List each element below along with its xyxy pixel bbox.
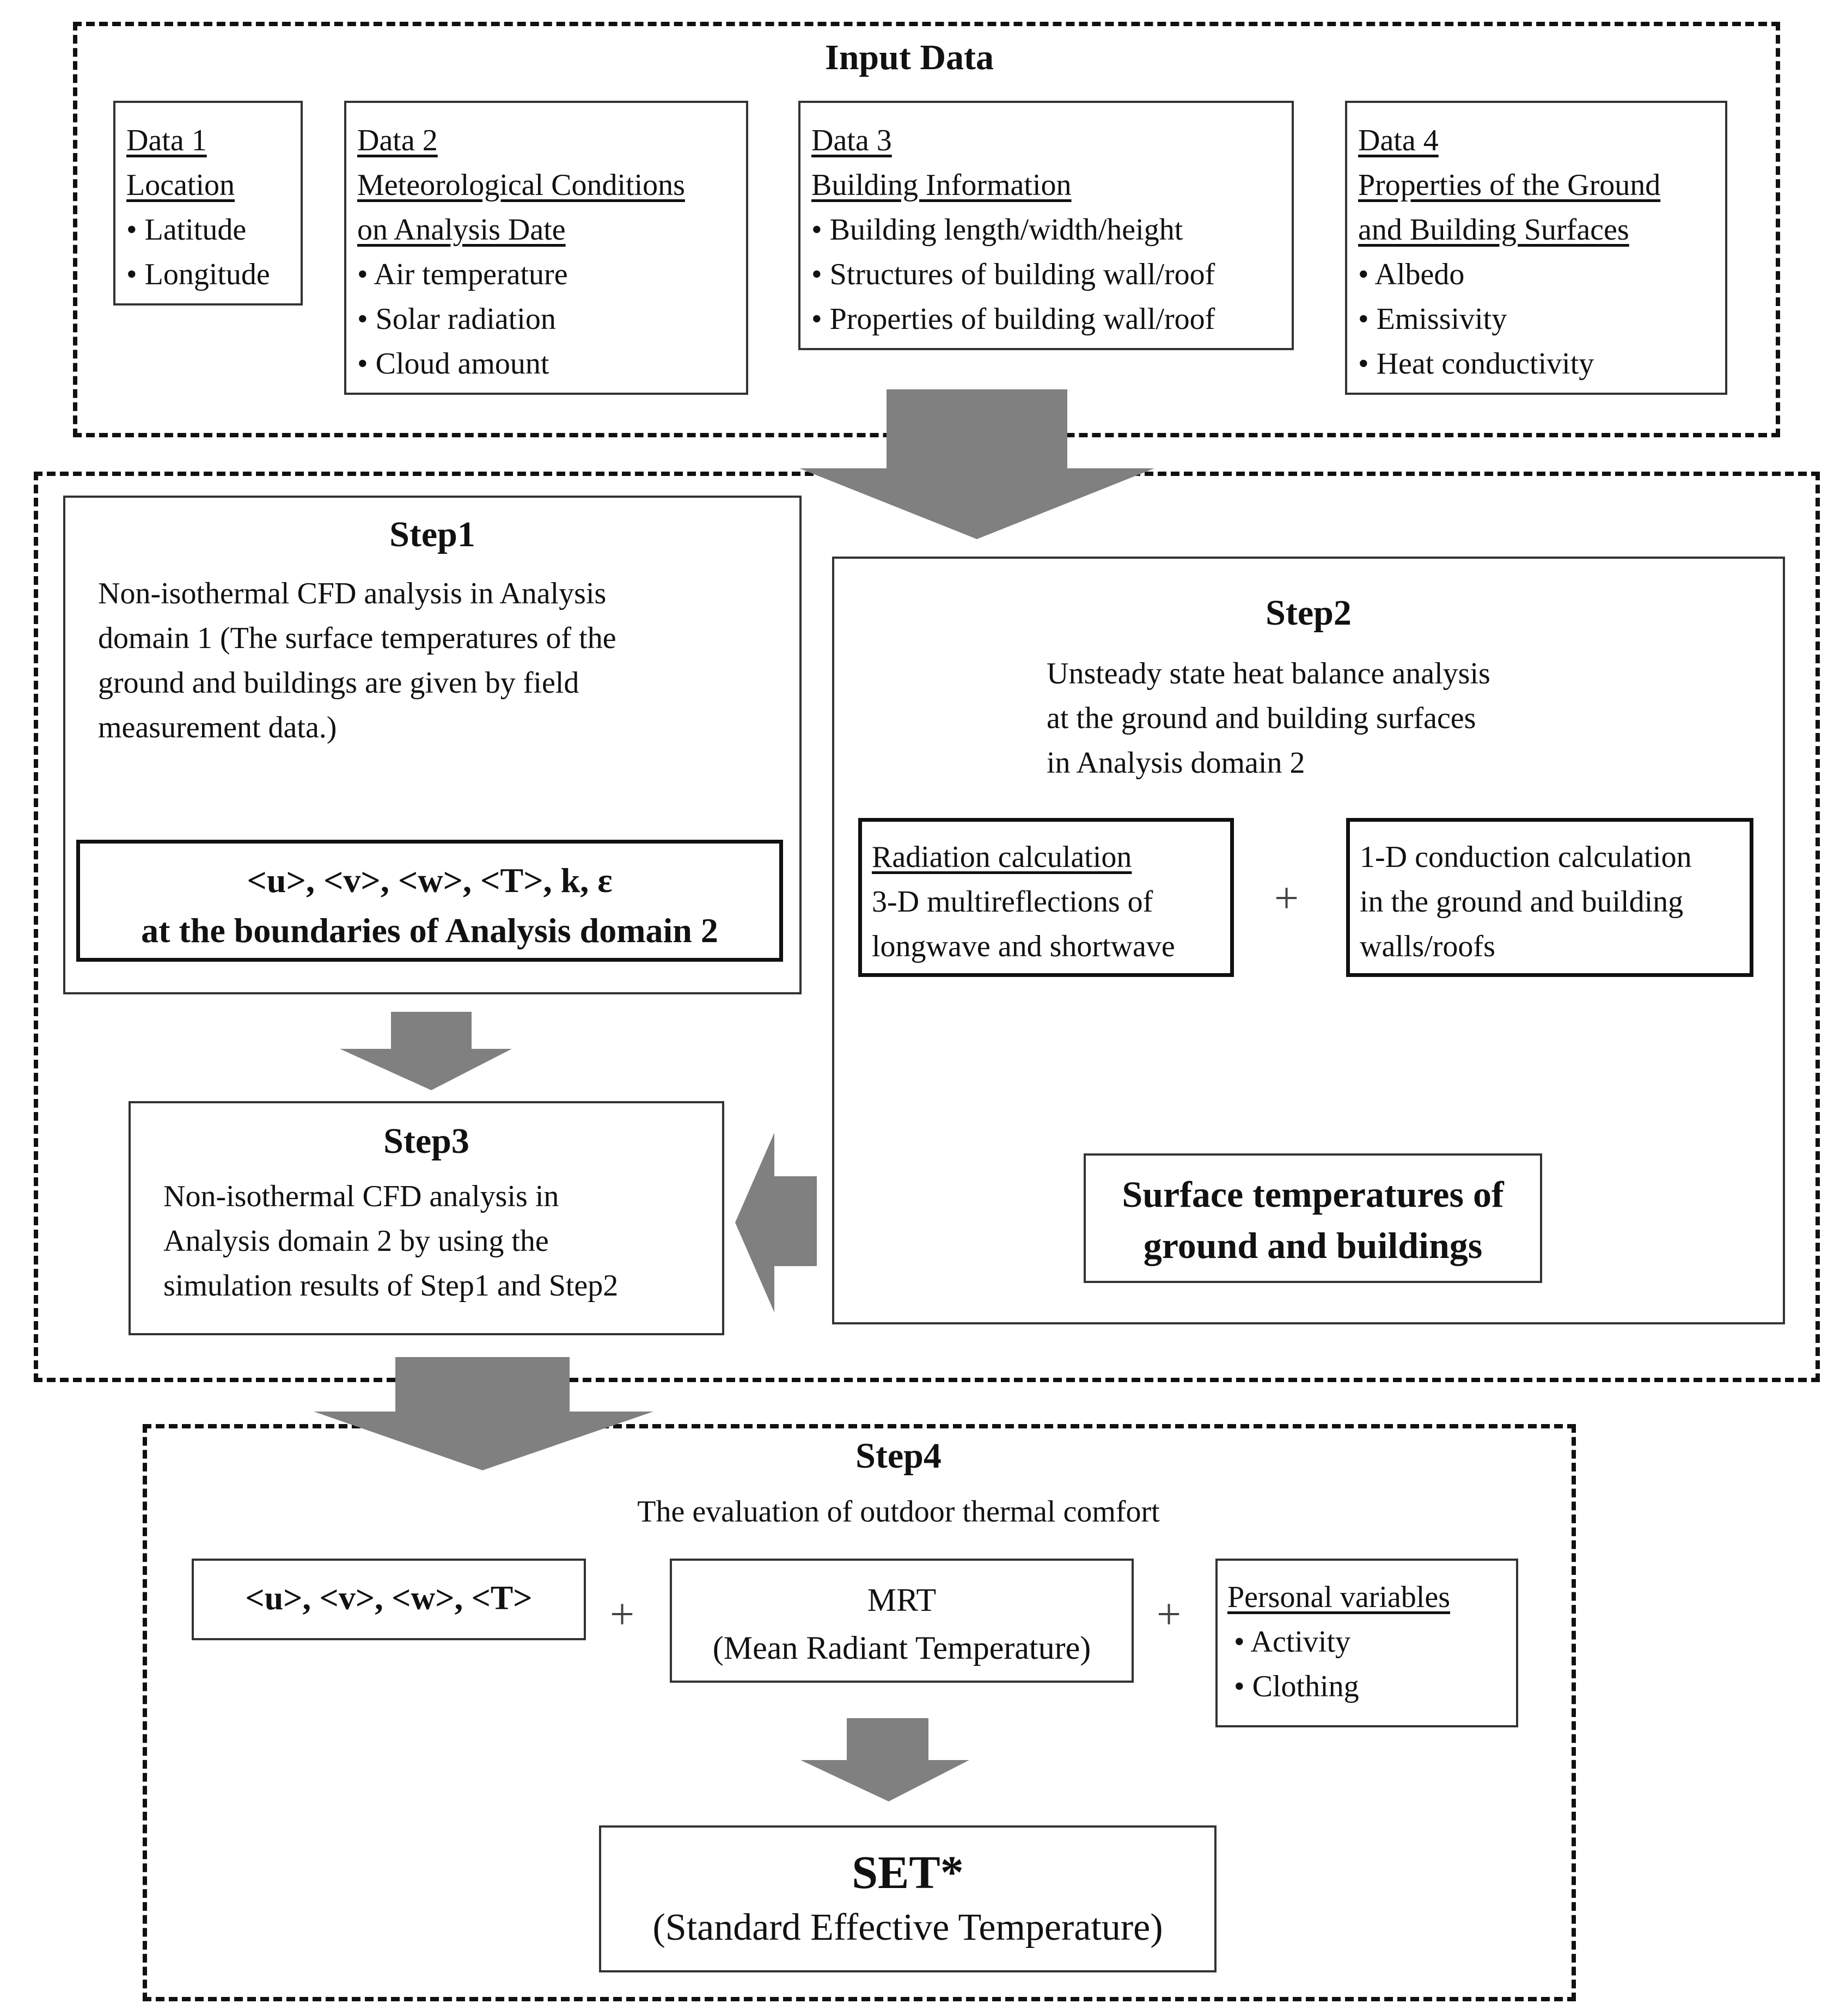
data1-box: Data 1 Location • Latitude • Longitude xyxy=(113,101,303,306)
data2-item: • Air temperature xyxy=(357,258,568,291)
data1-subheading: Location xyxy=(126,168,235,202)
step3-text-line: Analysis domain 2 by using the xyxy=(163,1224,549,1258)
data4-item: • Albedo xyxy=(1358,258,1465,291)
surface-temperatures-box: Surface temperatures of ground and build… xyxy=(1084,1153,1542,1283)
conduction-line: in the ground and building xyxy=(1360,885,1684,919)
personal-variables-heading: Personal variables xyxy=(1227,1580,1450,1614)
data2-box: Data 2 Meteorological Conditions on Anal… xyxy=(344,101,748,395)
data4-heading: Data 4 xyxy=(1358,124,1439,157)
step2-text-line: at the ground and building surfaces xyxy=(1047,701,1476,735)
data3-box: Data 3 Building Information • Building l… xyxy=(798,101,1294,350)
data2-subheading: on Analysis Date xyxy=(357,213,566,247)
data3-heading: Data 3 xyxy=(811,124,892,157)
data2-item: • Cloud amount xyxy=(357,347,549,381)
step3-description: Non-isothermal CFD analysis in Analysis … xyxy=(163,1174,618,1308)
conduction-calculation-box: 1-D conduction calculation in the ground… xyxy=(1346,818,1753,977)
mrt-line: MRT xyxy=(867,1582,937,1618)
data3-item: • Structures of building wall/roof xyxy=(811,258,1215,291)
mrt-line: (Mean Radiant Temperature) xyxy=(712,1630,1091,1666)
radiation-line: 3-D multireflections of xyxy=(872,885,1153,919)
step2-description: Unsteady state heat balance analysis at … xyxy=(1047,651,1490,785)
velocity-temperature-box: <u>, <v>, <w>, <T> xyxy=(192,1559,586,1640)
step2-text-line: Unsteady state heat balance analysis xyxy=(1047,657,1490,691)
radiation-line: longwave and shortwave xyxy=(872,930,1175,963)
data4-subheading: Properties of the Ground xyxy=(1358,168,1661,202)
data3-subheading: Building Information xyxy=(811,168,1072,202)
input-data-title: Input Data xyxy=(825,38,994,77)
step4-subtitle-text: The evaluation of outdoor thermal comfor… xyxy=(637,1495,1160,1529)
step3-text-line: Non-isothermal CFD analysis in xyxy=(163,1180,559,1213)
personal-variable-item: • Activity xyxy=(1234,1625,1351,1659)
step2-plus-sign: + xyxy=(1274,875,1299,923)
personal-variables-box: Personal variables • Activity • Clothing xyxy=(1215,1559,1518,1727)
velocity-temperature-text: <u>, <v>, <w>, <T> xyxy=(245,1580,533,1617)
data2-item: • Solar radiation xyxy=(357,302,556,336)
surface-temperatures-line: Surface temperatures of xyxy=(1122,1174,1504,1215)
step1-result-box: <u>, <v>, <w>, <T>, k, ε at the boundari… xyxy=(76,840,783,962)
data3-item: • Properties of building wall/roof xyxy=(811,302,1215,336)
step4-internal-arrow xyxy=(800,1718,969,1801)
data1-item: • Longitude xyxy=(126,258,270,291)
step3-title: Step3 xyxy=(383,1121,469,1161)
conduction-line: 1-D conduction calculation xyxy=(1360,840,1692,874)
step2-title: Step2 xyxy=(1266,593,1352,633)
step1-text-line: domain 1 (The surface temperatures of th… xyxy=(98,621,616,655)
set-subtitle: (Standard Effective Temperature) xyxy=(652,1907,1163,1948)
step1-result-line: at the boundaries of Analysis domain 2 xyxy=(141,911,718,950)
data2-heading: Data 2 xyxy=(357,124,438,157)
surface-temperatures-line: ground and buildings xyxy=(1143,1225,1483,1266)
step1-description: Non-isothermal CFD analysis in Analysis … xyxy=(98,571,616,750)
step1-to-step3-arrow xyxy=(340,1012,512,1090)
data1-heading: Data 1 xyxy=(126,124,207,157)
input-to-step2-arrow xyxy=(799,389,1154,539)
step2-text-line: in Analysis domain 2 xyxy=(1047,746,1305,780)
radiation-heading: Radiation calculation xyxy=(872,840,1132,874)
data2-subheading: Meteorological Conditions xyxy=(357,168,685,202)
step4-plus-sign-1: + xyxy=(610,1591,635,1639)
data1-item: • Latitude xyxy=(126,213,247,247)
step4-subtitle: The evaluation of outdoor thermal comfor… xyxy=(338,1489,1459,1534)
step1-title: Step1 xyxy=(389,515,475,554)
data3-item: • Building length/width/height xyxy=(811,213,1183,247)
step1-text-line: ground and buildings are given by field xyxy=(98,666,579,700)
mrt-box: MRT (Mean Radiant Temperature) xyxy=(670,1559,1134,1683)
data4-box: Data 4 Properties of the Ground and Buil… xyxy=(1345,101,1727,395)
set-result-box: SET* (Standard Effective Temperature) xyxy=(599,1825,1217,1972)
data4-item: • Heat conductivity xyxy=(1358,347,1594,381)
step1-text-line: Non-isothermal CFD analysis in Analysis xyxy=(98,577,607,610)
data4-item: • Emissivity xyxy=(1358,302,1507,336)
step3-to-step4-arrow xyxy=(314,1357,653,1470)
step4-plus-sign-2: + xyxy=(1157,1591,1182,1639)
step4-title: Step4 xyxy=(855,1436,942,1476)
set-title: SET* xyxy=(852,1846,964,1898)
conduction-line: walls/roofs xyxy=(1360,930,1495,963)
step3-box: Step3 Non-isothermal CFD analysis in Ana… xyxy=(129,1101,724,1335)
step2-to-step3-arrow xyxy=(735,1133,817,1312)
step3-text-line: simulation results of Step1 and Step2 xyxy=(163,1269,619,1303)
personal-variable-item: • Clothing xyxy=(1234,1670,1359,1703)
step1-text-line: measurement data.) xyxy=(98,711,337,744)
data4-subheading: and Building Surfaces xyxy=(1358,213,1629,247)
step1-result-line: <u>, <v>, <w>, <T>, k, ε xyxy=(247,861,613,900)
step4-group xyxy=(143,1424,1576,2001)
radiation-calculation-box: Radiation calculation 3-D multireflectio… xyxy=(858,818,1234,977)
